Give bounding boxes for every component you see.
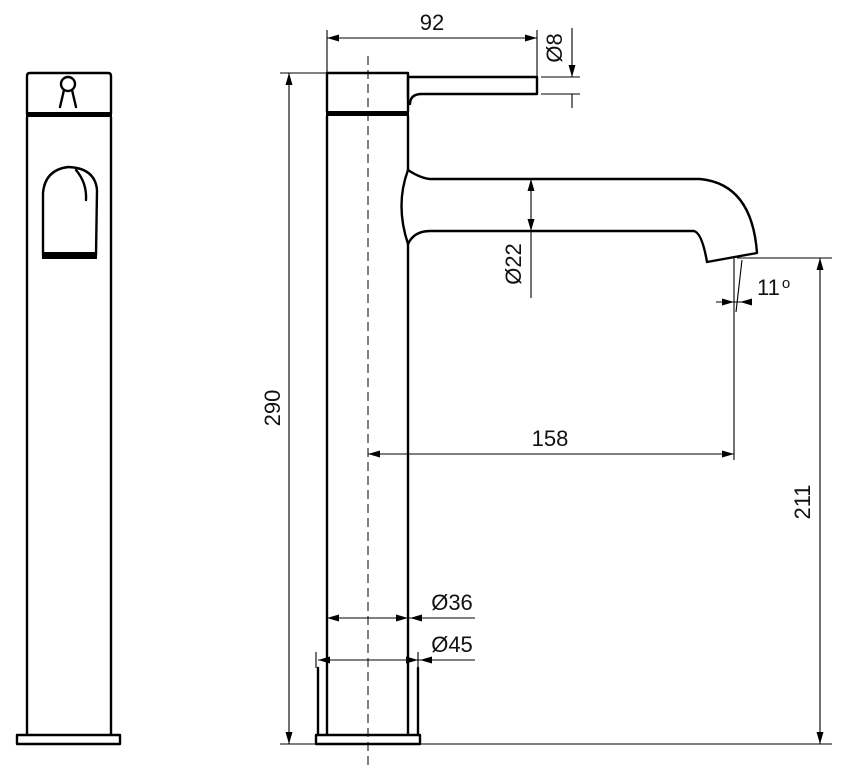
dim-total-height: 290: [260, 390, 285, 427]
side-view-spout: [41, 165, 99, 257]
side-view-lever-stem: [58, 88, 78, 109]
front-view-spout: [406, 168, 759, 264]
dim-outlet-height: 211: [790, 484, 815, 519]
dim-base-diameter: Ø45: [431, 632, 473, 657]
front-view-head-band: [326, 111, 409, 116]
faucet-side-view: [15, 71, 122, 746]
faucet-front-view: [314, 56, 759, 768]
side-view-handle-head: [25, 71, 113, 116]
dim-lever-length: 92: [420, 10, 444, 35]
dimension-lines: [280, 28, 832, 745]
front-view-spout-collar: [400, 168, 410, 246]
side-view-body: [25, 115, 113, 737]
dim-spout-diameter: Ø22: [501, 243, 526, 285]
side-view-aerator: [42, 252, 97, 259]
front-view-lever: [406, 75, 539, 106]
dim-body-diameter: Ø36: [431, 590, 473, 615]
side-view-base-plate: [15, 733, 122, 746]
dim-spout-reach: 158: [532, 426, 569, 451]
dim-outlet-angle-value: 11: [757, 275, 780, 300]
front-view-base-collar: [316, 666, 420, 737]
front-view-base-plate: [314, 733, 422, 746]
dim-lever-diameter: Ø8: [542, 33, 567, 62]
side-view-spout-inner: [74, 168, 88, 202]
side-view-lever-hub: [59, 75, 77, 93]
side-view-head-band: [26, 112, 112, 117]
dim-outlet-angle-unit: o: [782, 275, 790, 292]
